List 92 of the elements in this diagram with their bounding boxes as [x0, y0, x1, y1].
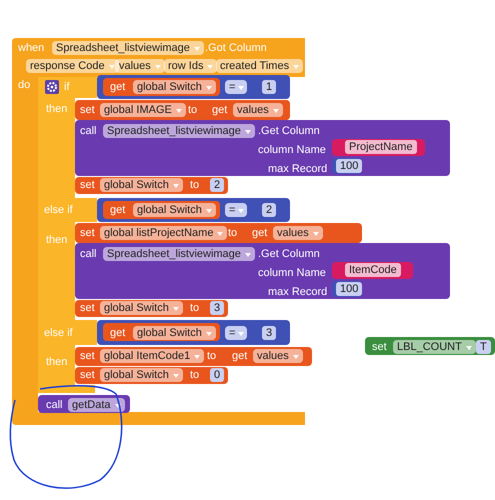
dropdown-field: values [273, 226, 323, 240]
block-label: column Name [258, 143, 326, 157]
block-label: . [468, 340, 472, 354]
call-block [75, 243, 450, 299]
dropdown-field: Spreadsheet_listviewimage [103, 124, 255, 138]
block-label: set [80, 226, 95, 240]
dropdown-field: global Switch [100, 178, 183, 192]
number-field: 2 [262, 203, 276, 217]
block-label: then [46, 102, 68, 116]
dropdown-field: values [233, 103, 283, 117]
operator-dropdown: = [225, 80, 248, 94]
block-label: get [252, 226, 268, 240]
compare-block [97, 75, 290, 99]
dropdown-field: Spreadsheet_listviewimage [52, 41, 204, 55]
dropdown-field: global Switch [133, 203, 216, 217]
call-block [75, 120, 450, 176]
block-label: when [18, 41, 44, 55]
dropdown-field: created Times [216, 59, 304, 73]
block-label: to [207, 349, 216, 363]
block-label: call [80, 247, 97, 261]
text-block [332, 262, 413, 279]
set-block [75, 100, 290, 120]
block-label: max Record [268, 162, 328, 176]
block-label: max Record [268, 285, 328, 299]
dropdown-field: global Switch [100, 301, 183, 315]
set-block [75, 367, 228, 384]
block-label: get [110, 203, 126, 217]
block-label: do [18, 78, 30, 92]
block-label: then [46, 233, 68, 247]
number-field: 100 [336, 282, 362, 296]
block-label: get [212, 103, 228, 117]
block-label: .Get Column [258, 247, 320, 261]
block-label: set [80, 178, 95, 192]
block-label: set [80, 368, 95, 382]
get-block [103, 323, 220, 341]
dropdown-field: values [115, 59, 165, 73]
dropdown-field: values [253, 349, 303, 363]
block-label: set [80, 349, 95, 363]
get-block [103, 78, 220, 96]
number-field: 3 [210, 301, 224, 315]
dropdown-field: global Switch [100, 368, 183, 382]
get-block [103, 201, 220, 219]
number-field: 0 [210, 368, 224, 382]
block-label: to [190, 301, 200, 315]
set-block [75, 347, 312, 366]
dropdown-field: global Switch [133, 326, 216, 340]
block-label: if [64, 80, 70, 94]
text-block [332, 139, 425, 156]
block-label: set [80, 301, 95, 315]
text-field: ProjectName [345, 140, 417, 154]
dropdown-field: global ItemCode1 [100, 349, 204, 363]
dropdown-field: Spreadsheet_listviewimage [103, 247, 255, 261]
dropdown-field: response Code [26, 59, 119, 73]
number-block [332, 158, 362, 174]
number-field: 100 [336, 159, 362, 173]
number-block [332, 281, 362, 297]
block-label: else if [44, 326, 73, 340]
block-label: set [372, 340, 387, 354]
block-label: to [228, 226, 238, 240]
compare-block [97, 320, 290, 345]
block-label: column Name [258, 266, 326, 280]
set-block [75, 300, 228, 317]
block-label: call [46, 398, 63, 412]
call-block [38, 395, 130, 413]
dropdown-field: global Switch [133, 80, 216, 94]
set-block [365, 337, 495, 355]
dropdown-field: global listProjectName [100, 226, 228, 240]
block-label: call [80, 124, 97, 138]
set-block [75, 223, 362, 243]
compare-block [97, 198, 290, 222]
dropdown-field: global IMAGE [100, 103, 186, 117]
number-field: T [476, 340, 491, 354]
block-label: .Got Column [205, 41, 267, 55]
set-block [75, 177, 228, 194]
block-label: get [110, 326, 126, 340]
text-field: ItemCode [345, 263, 401, 277]
operator-dropdown: = [225, 326, 248, 340]
dropdown-field: row Ids [164, 59, 218, 73]
block-label: to [190, 368, 200, 382]
block-label: get [110, 80, 126, 94]
block-label: to [190, 178, 200, 192]
block-label: then [46, 355, 68, 369]
dropdown-field: getData [68, 398, 125, 412]
block-label: .Get Column [258, 124, 320, 138]
block-label: set [80, 103, 95, 117]
block-label: to [188, 103, 198, 117]
number-field: 2 [210, 178, 224, 192]
operator-dropdown: = [225, 203, 248, 217]
block-label: get [232, 349, 248, 363]
number-field: 3 [262, 326, 276, 340]
block-label: else if [44, 203, 73, 217]
number-field: 1 [262, 80, 276, 94]
